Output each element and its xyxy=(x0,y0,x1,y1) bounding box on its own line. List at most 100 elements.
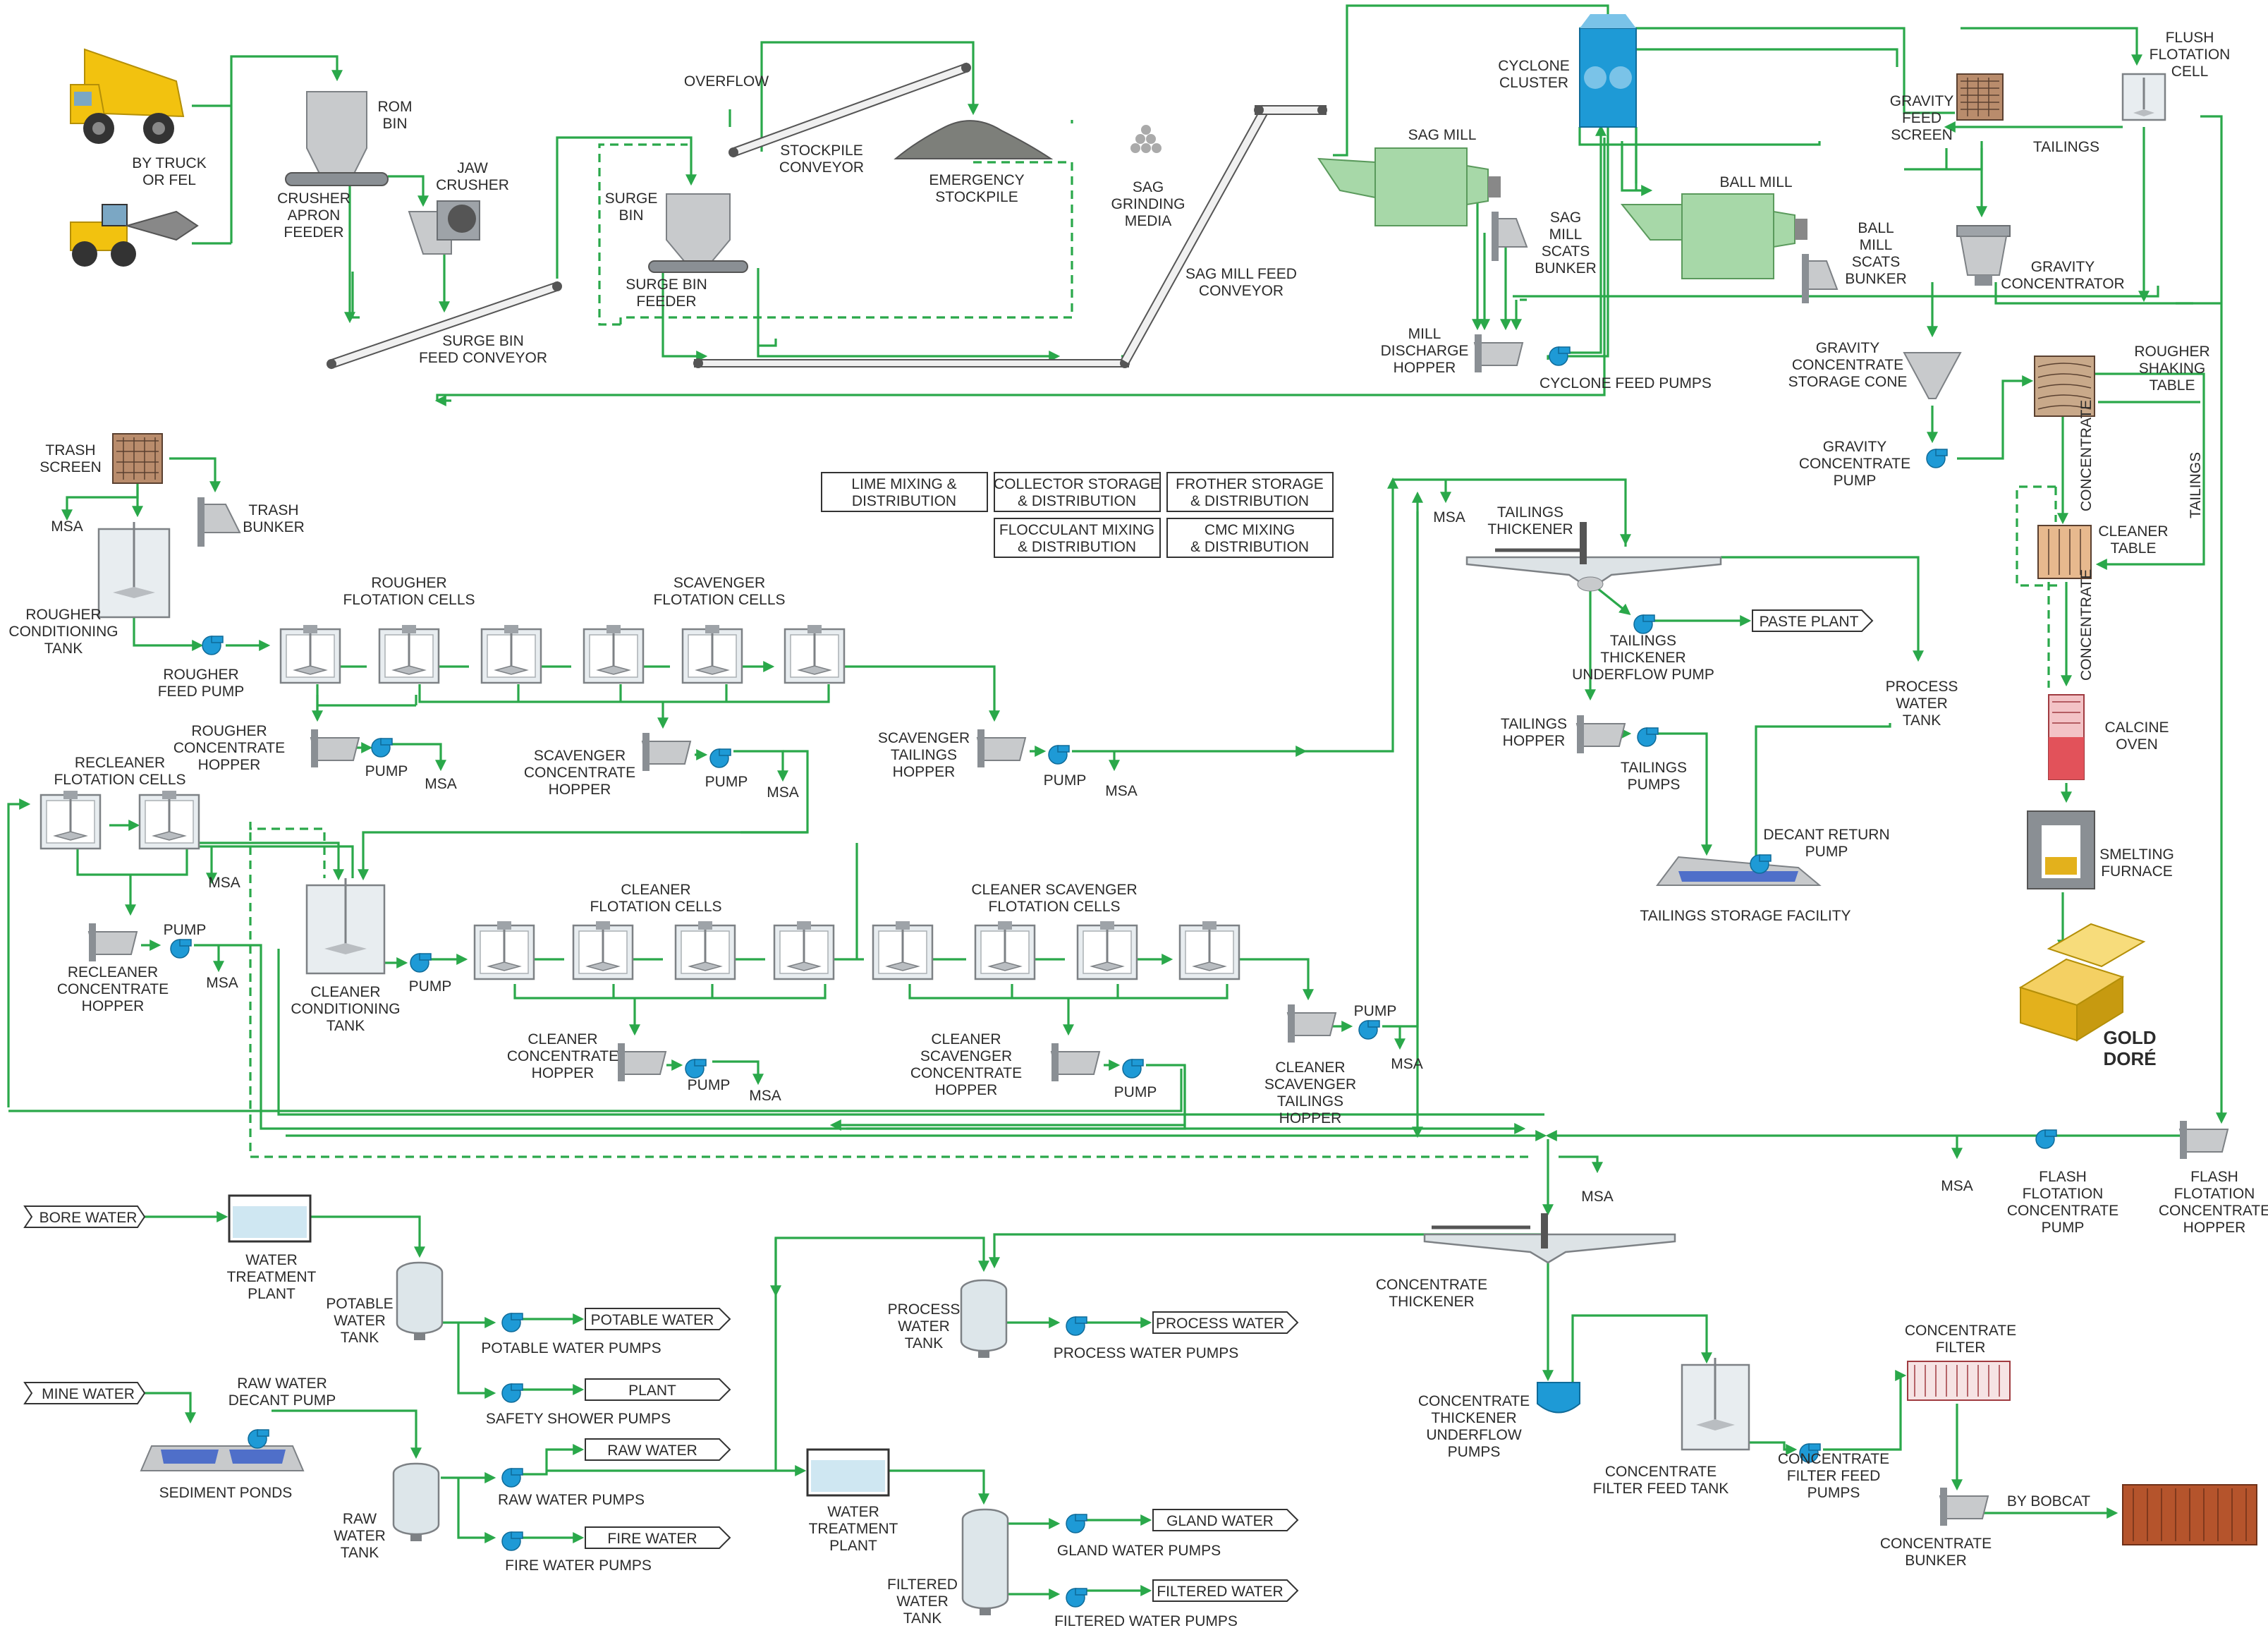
flotation-cell-icon xyxy=(674,920,736,980)
scavenger-concentrate-hopper-icon xyxy=(642,732,691,772)
reagent-box-label: FROTHER STORAGE& DISTRIBUTION xyxy=(1176,476,1324,509)
sediment-ponds-icon xyxy=(140,1445,305,1471)
gold-dore-icon xyxy=(2018,923,2146,1042)
label-msa: MSA xyxy=(749,1088,781,1104)
potable-water-pump-icon xyxy=(501,1313,523,1332)
front-end-loader-icon xyxy=(70,204,199,267)
flush-flotation-cell-icon xyxy=(2121,73,2166,121)
destination-potable-water: POTABLE WATER xyxy=(585,1308,731,1330)
flotation-cell-icon xyxy=(974,920,1036,980)
label-msa: MSA xyxy=(1433,509,1465,526)
label-pump: PUMP xyxy=(1044,772,1087,789)
dashed-flow-lines xyxy=(249,120,2063,1158)
stockpile-conveyor-icon xyxy=(728,62,971,158)
sag-mill-icon xyxy=(1317,147,1501,226)
fire-water-pump-icon xyxy=(501,1531,523,1551)
destination-label: GLAND WATER xyxy=(1166,1513,1274,1529)
rougher-concentrate-hopper-icon xyxy=(310,729,360,768)
label-msa: MSA xyxy=(767,784,799,801)
trash-bunker-icon xyxy=(197,497,241,547)
flotation-cell-icon xyxy=(1076,920,1138,980)
cyclone-cluster-icon xyxy=(1579,14,1637,128)
jaw-crusher-icon xyxy=(408,200,480,255)
reagent-box-label: FLOCCULANT MIXING& DISTRIBUTION xyxy=(999,522,1154,555)
label-overflow: OVERFLOW xyxy=(684,73,769,90)
destination-gland-water: GLAND WATER xyxy=(1152,1509,1299,1531)
label-msa: MSA xyxy=(425,776,457,792)
destination-filtered-water: FILTERED WATER xyxy=(1152,1579,1299,1602)
concentrate-thickener-icon xyxy=(1423,1213,1676,1264)
raw-water-pump-icon xyxy=(501,1468,523,1488)
source-label: BORE WATER xyxy=(39,1210,138,1226)
destination-plant: PLANT xyxy=(585,1378,731,1401)
rougher-conditioning-tank-icon xyxy=(97,522,171,619)
flotation-cell-icon xyxy=(279,624,341,684)
label-pump: PUMP xyxy=(1114,1084,1157,1100)
pump-icon xyxy=(685,1059,707,1079)
grinding-media-icon xyxy=(1130,125,1162,153)
trash-screen-icon xyxy=(112,433,163,484)
source-mine-water: MINE WATER xyxy=(23,1382,146,1404)
label-filtered-water-pumps: FILTERED WATER PUMPS xyxy=(1054,1613,1238,1628)
label-msa: MSA xyxy=(206,975,238,991)
rougher-scavenger-cells xyxy=(279,624,846,684)
mill-discharge-hopper-icon xyxy=(1474,334,1523,373)
label-sediment-ponds: SEDIMENT PONDS xyxy=(159,1485,293,1501)
calcine-oven-icon xyxy=(2048,694,2085,780)
source-label: MINE WATER xyxy=(42,1386,135,1402)
destination-label: FIRE WATER xyxy=(607,1531,697,1547)
label-pump: PUMP xyxy=(164,922,207,938)
label-gland-water-pumps: GLAND WATER PUMPS xyxy=(1057,1543,1221,1559)
concentrate-bunker-icon xyxy=(1939,1487,1989,1526)
label-potable-water-pumps: POTABLE WATER PUMPS xyxy=(481,1340,661,1356)
filtered-water-pump-icon xyxy=(1066,1588,1087,1608)
label-tailings-top: TAILINGS xyxy=(2033,139,2099,155)
rougher-feed-pump-icon xyxy=(202,636,224,655)
gravity-concentrator-icon xyxy=(1956,225,2011,286)
label-msa: MSA xyxy=(1941,1178,1973,1194)
process-water-tank-icon xyxy=(960,1279,1008,1359)
pump-icon xyxy=(1122,1059,1144,1079)
recleaner-concentrate-hopper-icon xyxy=(88,923,138,962)
flash-flotation-concentrate-hopper-icon xyxy=(2179,1120,2229,1160)
flotation-cell-icon xyxy=(572,920,634,980)
emergency-stockpile-icon xyxy=(894,120,1054,159)
flotation-cell-icon xyxy=(1178,920,1240,980)
flotation-cell-icon xyxy=(681,624,743,684)
